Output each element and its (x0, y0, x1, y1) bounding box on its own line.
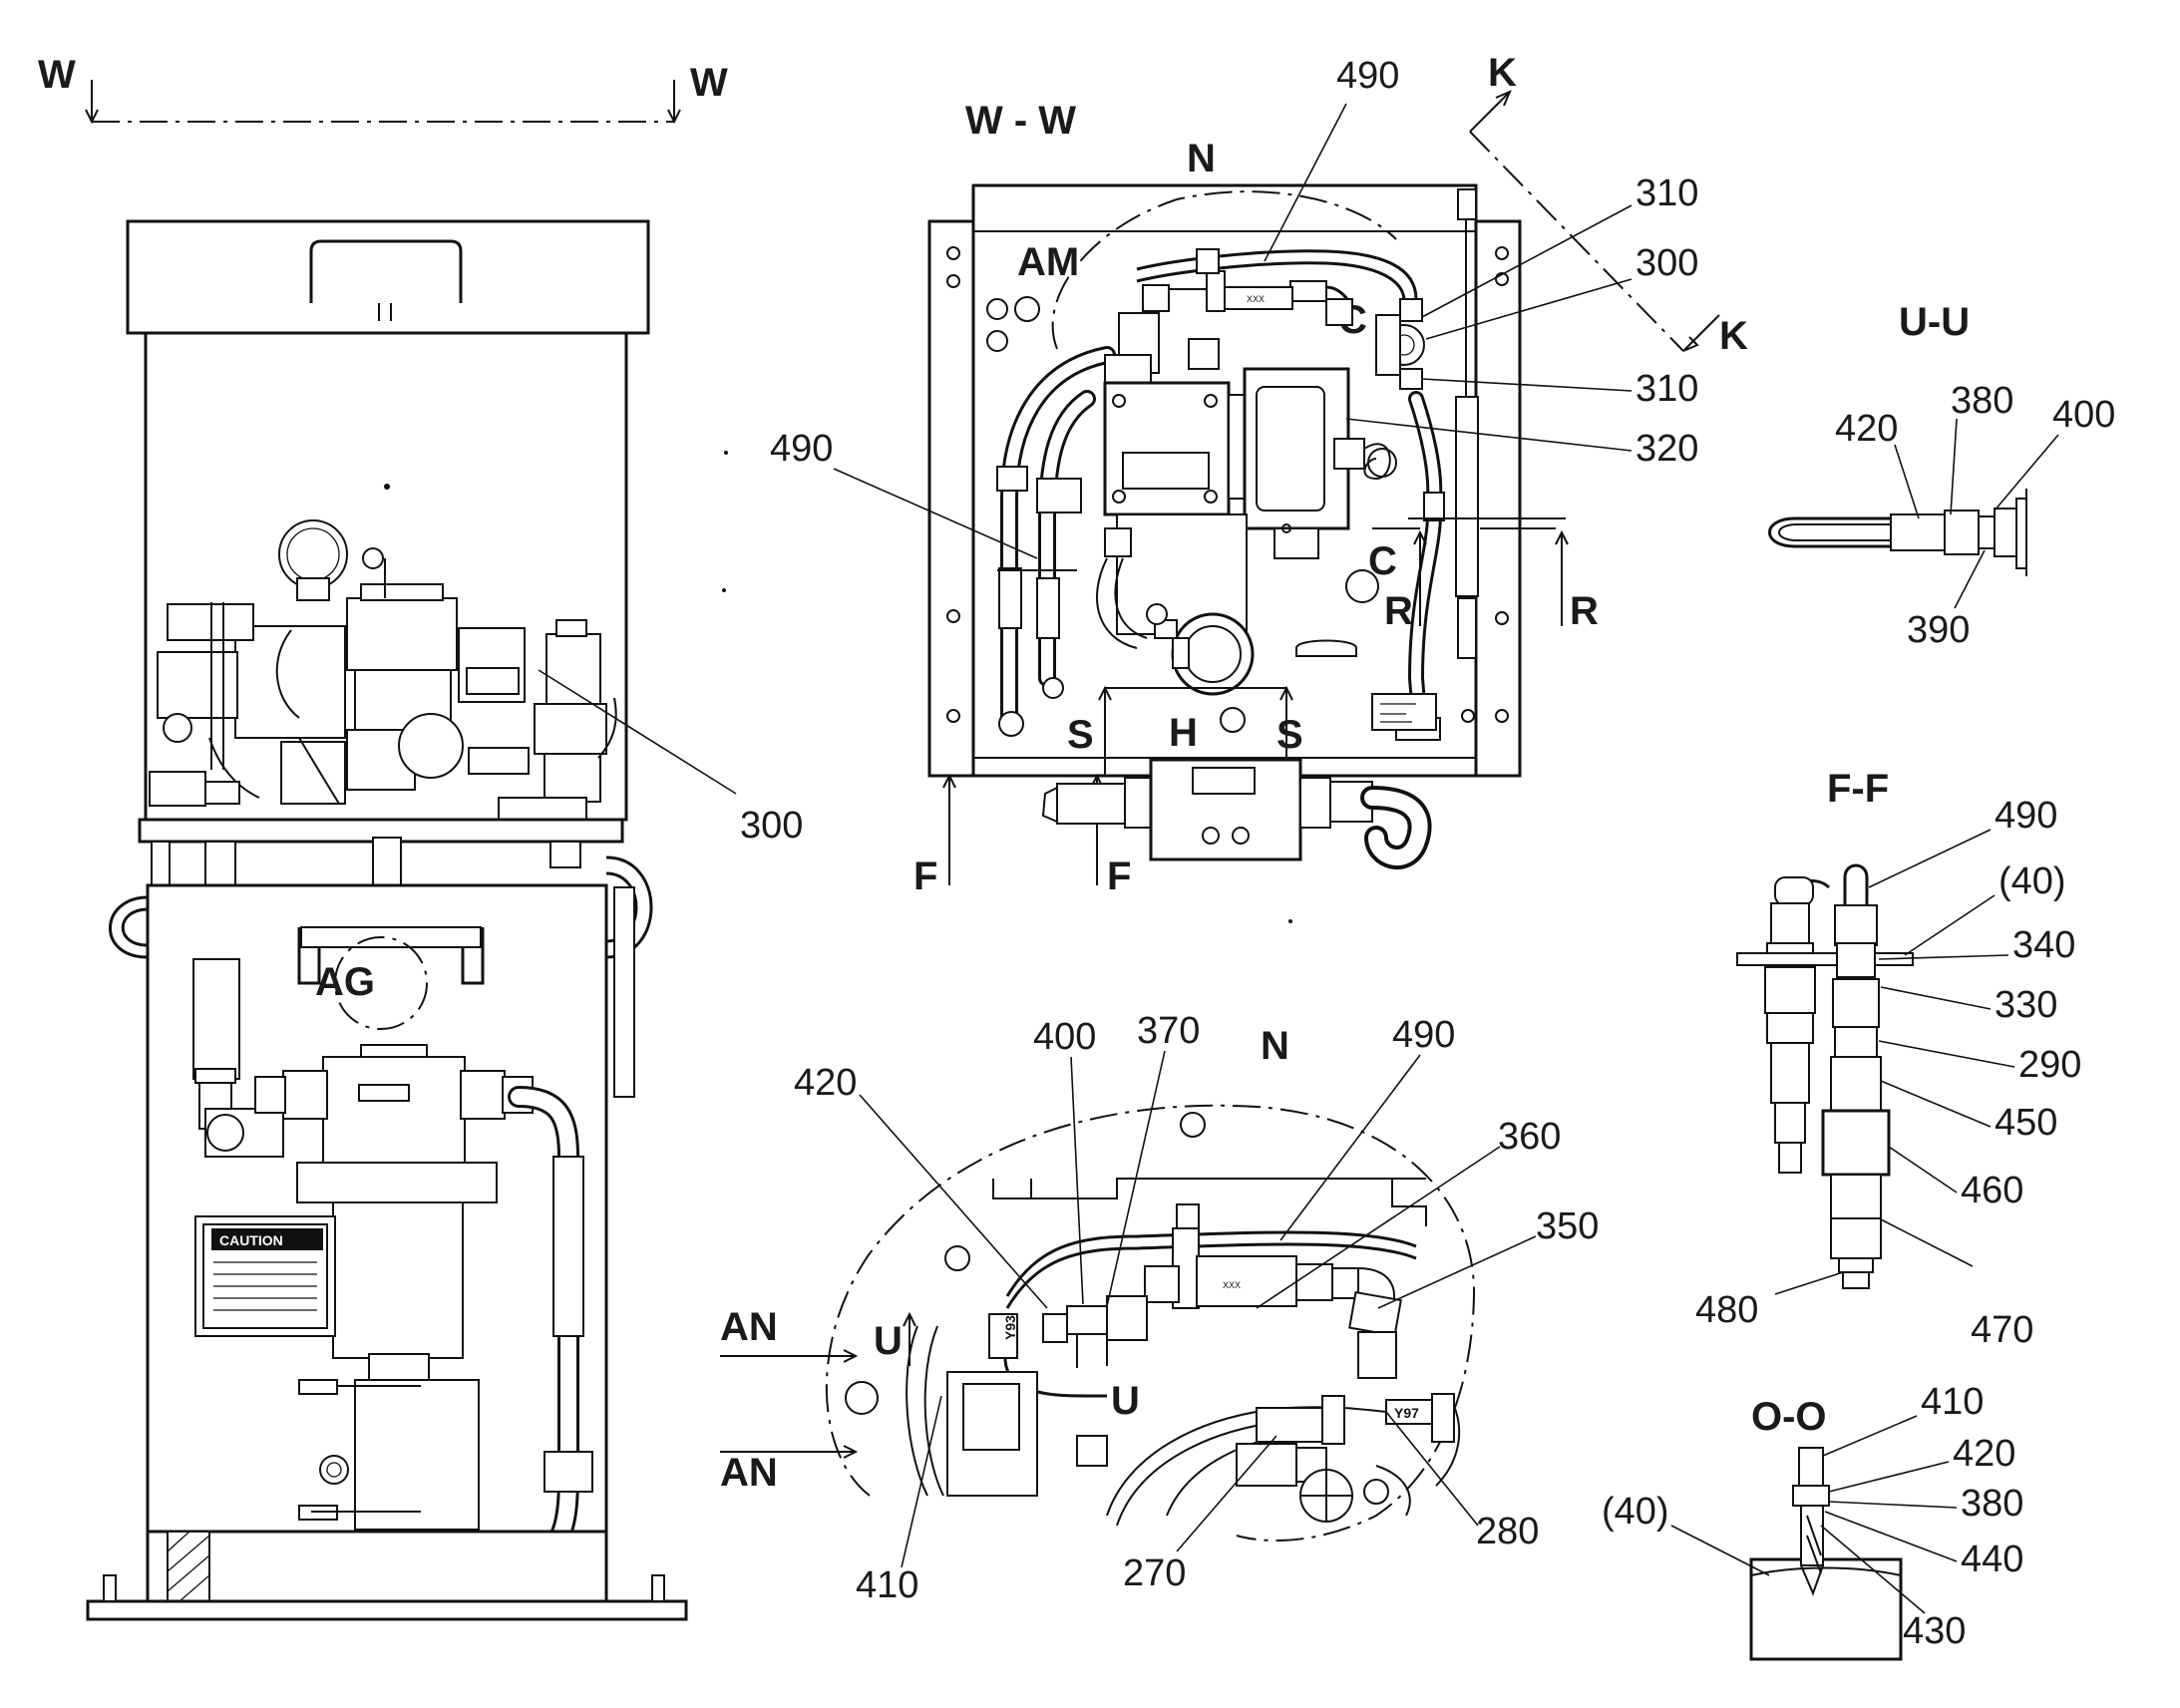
left-lifting-ring (109, 895, 149, 959)
label-am: AM (1017, 240, 1079, 284)
upper-components (149, 519, 617, 821)
callout-360-detail: 360 (1498, 1116, 1561, 1158)
cable-tag-y93 (988, 1313, 1018, 1359)
view-f-f: F-F 490 (40) 340 330 290 4 (1695, 767, 2081, 1351)
block-40 (1749, 1557, 1903, 1661)
callout-490-ff: 490 (1995, 795, 2057, 837)
label-n-detail: N (1261, 1024, 1289, 1068)
callout-400-detail: 400 (1033, 1016, 1096, 1058)
label-s-right: S (1276, 713, 1303, 757)
label-k-top: K (1488, 51, 1517, 95)
label-c-mid: C (1368, 539, 1397, 583)
tag-y97: Y97 (1394, 1405, 1419, 1421)
callout-430-oo: 430 (1903, 1610, 1966, 1652)
callout-310-mid: 310 (1635, 368, 1698, 410)
callout-490-top: 490 (1336, 55, 1399, 97)
enclosure-lid (126, 219, 650, 335)
label-h: H (1169, 711, 1198, 755)
mounting-holes (946, 246, 1509, 723)
main-front-view: W W (38, 53, 803, 1621)
callout-440-oo: 440 (1961, 1538, 2023, 1580)
callout-40-oo: (40) (1602, 1491, 1669, 1533)
detail-boundary (825, 1104, 1476, 1541)
callout-420-detail: 420 (794, 1062, 857, 1104)
control-box (1103, 381, 1231, 516)
callout-330-ff: 330 (1995, 984, 2057, 1026)
callout-380-uu: 380 (1951, 380, 2013, 422)
label-s-left: S (1067, 713, 1094, 757)
callout-370-detail: 370 (1137, 1010, 1200, 1052)
label-r-left: R (1384, 589, 1413, 633)
callout-420-oo: 420 (1953, 1433, 2015, 1475)
label-r-right: R (1570, 589, 1599, 633)
probe-tube (1768, 516, 1895, 548)
view-u-u: U-U 420 380 400 390 (1768, 300, 2115, 651)
filter-head (346, 597, 458, 671)
label-ag: AG (315, 960, 375, 1004)
callout-350-detail: 350 (1536, 1205, 1599, 1247)
callout-450-ff: 450 (1995, 1102, 2057, 1144)
callout-420-uu: 420 (1835, 408, 1898, 450)
label-n-ww: N (1187, 137, 1216, 180)
view-title-uu: U-U (1899, 300, 1970, 344)
label-u-bot: U (1111, 1379, 1140, 1423)
cabinet-base (146, 1530, 608, 1603)
view-w-w: W - W N AM C (724, 51, 1748, 923)
valve-300 (545, 633, 601, 705)
callout-390-uu: 390 (1907, 609, 1970, 651)
callout-340-ff: 340 (2012, 924, 2075, 966)
callout-490-left: 490 (770, 428, 833, 470)
filter-bowl (332, 1201, 464, 1359)
callout-40-ff: (40) (1998, 860, 2066, 902)
section-w-right: W (690, 61, 728, 105)
section-w-left: W (38, 53, 76, 97)
tag-xxx-ww: XXX (1247, 294, 1265, 304)
sensor-body-360 (1196, 1255, 1297, 1307)
label-f-right: F (1107, 854, 1131, 898)
detail-view-n: N XXX Y93 (720, 1010, 1599, 1606)
skid-base (86, 1599, 688, 1621)
callout-490-detail: 490 (1392, 1014, 1455, 1056)
view-title-ff: F-F (1827, 767, 1889, 811)
callout-310-top: 310 (1635, 172, 1698, 214)
callout-460-ff: 460 (1961, 1170, 2023, 1211)
label-u-top: U (874, 1319, 903, 1363)
view-title-ww: W - W (965, 99, 1076, 143)
filter-head-lower (322, 1056, 466, 1166)
label-f-left: F (913, 854, 937, 898)
callout-300-ww: 300 (1635, 242, 1698, 284)
callout-270-detail: 270 (1123, 1552, 1186, 1594)
callout-470-ff: 470 (1971, 1309, 2033, 1351)
callout-400-uu: 400 (2052, 394, 2115, 436)
view-o-o: O-O 410 420 380 (40) 440 430 (1602, 1381, 2023, 1661)
fitting-460 (1821, 1109, 1891, 1177)
callout-320: 320 (1635, 428, 1698, 470)
tag-y93: Y93 (1002, 1315, 1018, 1340)
label-an-bot: AN (720, 1451, 778, 1495)
callout-300-main: 300 (740, 805, 803, 847)
callout-290-ff: 290 (2018, 1044, 2081, 1086)
callout-410-oo: 410 (1921, 1381, 1984, 1423)
tag-xxx-detail: XXX (1223, 1280, 1241, 1290)
callout-380-oo: 380 (1961, 1483, 2023, 1525)
callout-280-detail: 280 (1476, 1511, 1539, 1552)
lid-handle (309, 239, 463, 303)
label-k-bot: K (1719, 314, 1748, 358)
callout-410-detail: 410 (856, 1564, 918, 1606)
caution-text: CAUTION (219, 1232, 283, 1248)
label-an-top: AN (720, 1305, 778, 1349)
callout-480-ff: 480 (1695, 1289, 1758, 1331)
view-title-oo: O-O (1751, 1395, 1827, 1439)
